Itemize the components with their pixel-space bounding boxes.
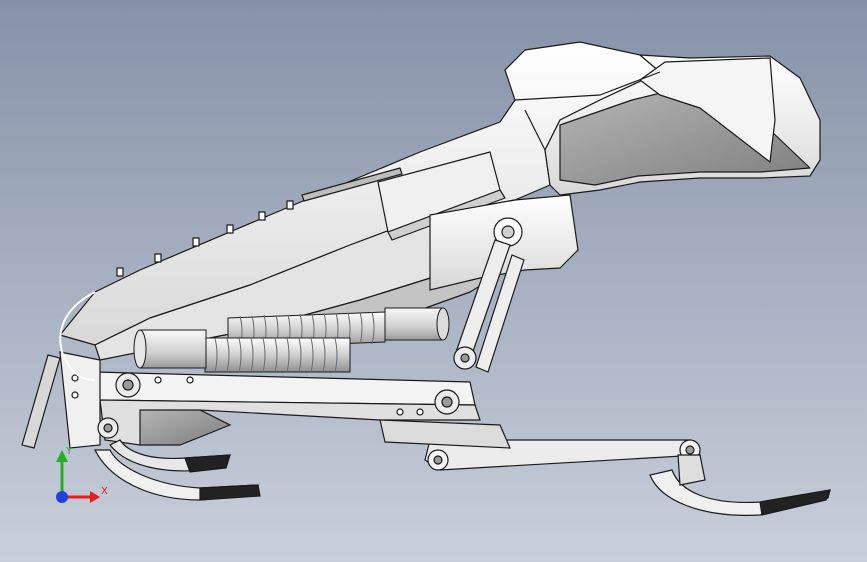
triad-y-label: Y [65,446,73,457]
triad-z-axis [56,491,68,503]
chassis-frame[interactable] [21,346,481,449]
triad-x-label: X [101,486,108,497]
lower-spring-assembly[interactable] [133,329,351,373]
front-claws[interactable] [94,439,261,501]
rear-claw[interactable] [649,454,831,516]
triad-y-arrow [56,450,68,462]
rear-link-arm[interactable] [379,419,702,471]
housing-studs [116,200,294,277]
cable-wire [59,291,96,381]
upper-housing[interactable] [59,41,821,361]
triad-x-arrow [90,491,100,503]
frame-rivets [71,374,424,416]
